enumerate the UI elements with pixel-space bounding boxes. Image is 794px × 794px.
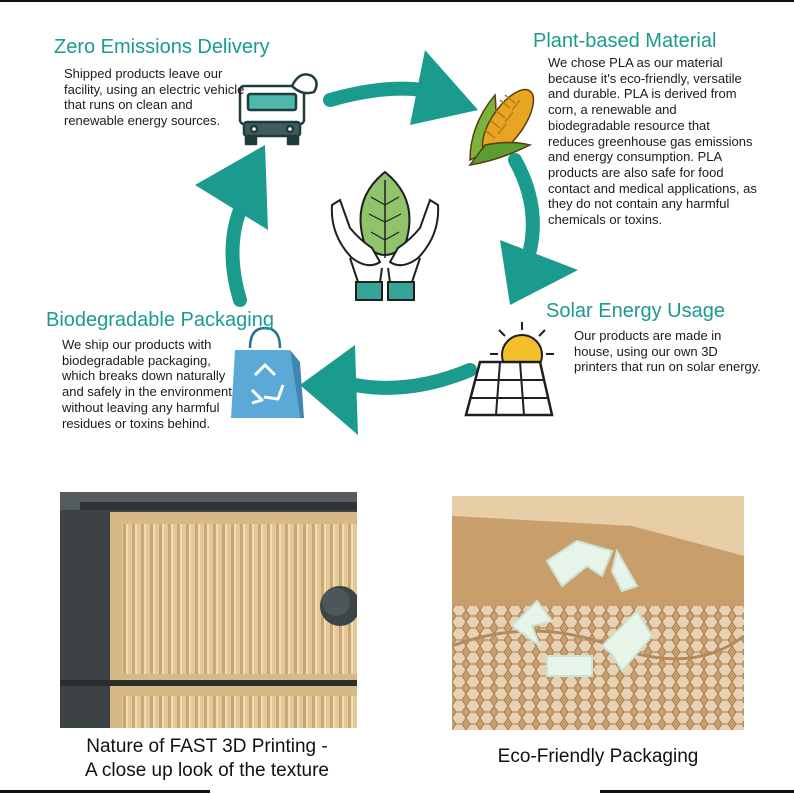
arrow-to-packaging <box>300 345 477 435</box>
recycle-bag-icon <box>231 326 304 418</box>
packaging-caption: Eco-Friendly Packaging <box>497 746 699 767</box>
solar-energy-description: Our products are made in house, using ou… <box>574 328 761 375</box>
eco-packaging-photo <box>452 496 744 730</box>
sustainability-cycle <box>195 50 578 435</box>
texture-caption-line-2: A close up look of the texture <box>85 760 329 781</box>
electric-vehicle-icon <box>238 73 318 146</box>
arrow-to-plant-material <box>323 50 478 125</box>
packaging-illustration <box>452 496 744 730</box>
recycle-symbol <box>510 539 654 677</box>
arrow-to-solar <box>500 153 578 305</box>
plant-material-description: We chose PLA as our material because it'… <box>548 55 757 228</box>
bottom-border-left <box>0 790 210 793</box>
solar-energy-title: Solar Energy Usage <box>546 300 725 322</box>
texture-caption-line-1: Nature of FAST 3D Printing - <box>86 736 328 757</box>
texture-caption: Nature of FAST 3D Printing - A close up … <box>40 735 374 783</box>
plant-material-title: Plant-based Material <box>533 30 717 52</box>
top-border <box>0 0 794 2</box>
corn-icon <box>468 88 535 167</box>
biodegradable-packaging-title: Biodegradable Packaging <box>46 309 274 331</box>
solar-panel-icon <box>464 322 554 417</box>
bottom-border-right <box>600 790 794 793</box>
zero-emissions-title: Zero Emissions Delivery <box>54 36 270 58</box>
zero-emissions-description: Shipped products leave our facility, usi… <box>64 66 245 129</box>
drawer-illustration <box>60 492 357 728</box>
hands-leaf-icon <box>330 170 440 301</box>
arrow-to-zero-emissions <box>195 145 268 307</box>
biodegradable-packaging-description: We ship our products with biodegradable … <box>62 337 232 431</box>
texture-closeup-photo <box>60 492 357 728</box>
